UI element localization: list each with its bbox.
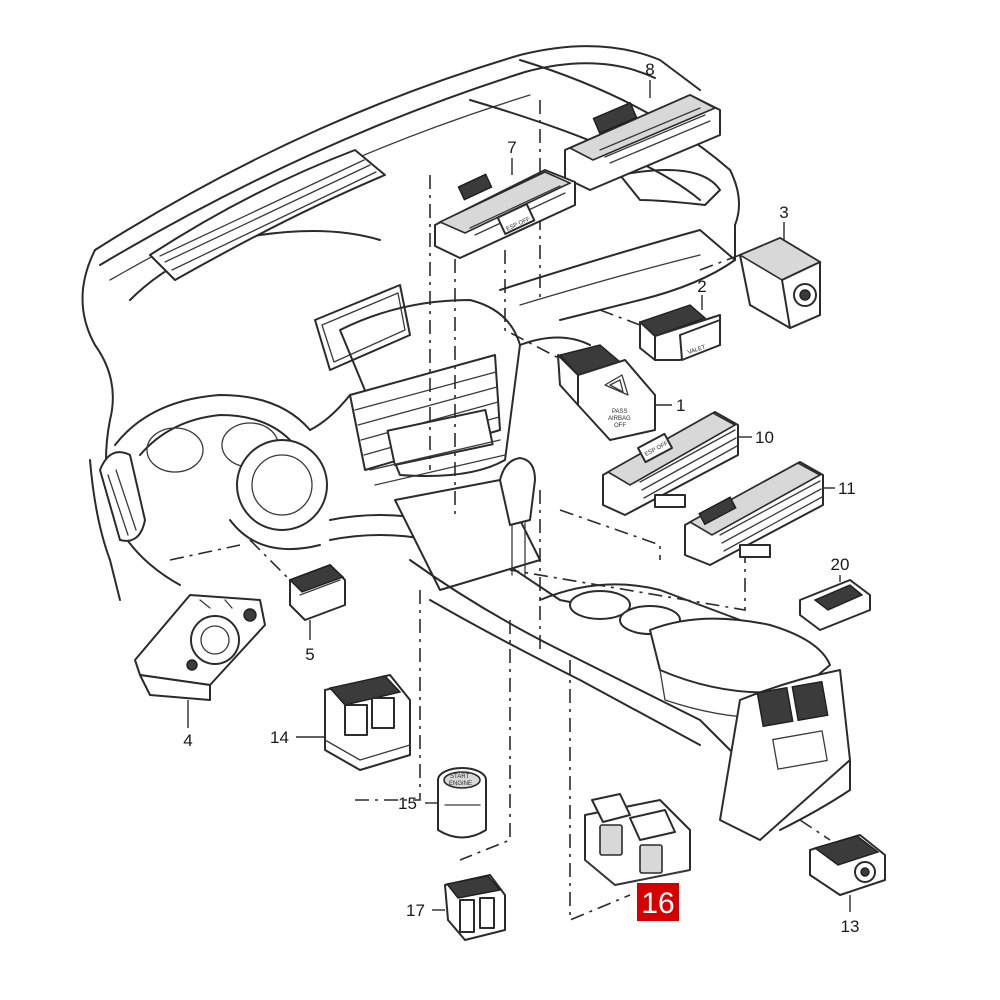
callout-10: 10 bbox=[755, 428, 774, 447]
part-10-switch-panel: ESP OFF bbox=[602, 411, 752, 516]
callout-15: 15 bbox=[398, 794, 417, 813]
callout-2: 2 bbox=[697, 277, 706, 296]
part-20-switch bbox=[799, 575, 871, 631]
part-14-switch-module bbox=[296, 674, 411, 771]
highlighted-callout-16: 16 bbox=[637, 883, 679, 921]
part-3-switch bbox=[738, 222, 822, 329]
part-17-switch bbox=[432, 874, 506, 941]
highlight-number: 16 bbox=[641, 887, 674, 920]
part-15-start-stop-button: START ENGINE bbox=[425, 767, 487, 839]
callout-7: 7 bbox=[507, 138, 516, 157]
part-2-valet-label: VALET bbox=[687, 344, 707, 356]
callout-3: 3 bbox=[779, 203, 788, 222]
callout-14: 14 bbox=[270, 728, 289, 747]
part-1-hazard-switch: PASS AIRBAG OFF bbox=[557, 344, 672, 441]
part-15-label-line1: START bbox=[450, 774, 469, 780]
part-8-ribs bbox=[599, 107, 711, 164]
callout-13: 13 bbox=[841, 917, 860, 936]
part-1-label-line1: PASS bbox=[612, 409, 628, 415]
callout-20: 20 bbox=[831, 555, 850, 574]
callout-11: 11 bbox=[838, 479, 856, 498]
part-7-switch-panel: ESP OFF bbox=[434, 158, 576, 259]
part-16-window-switch bbox=[584, 793, 691, 886]
part-4-light-switch bbox=[134, 594, 266, 728]
callout-17: 17 bbox=[406, 901, 425, 920]
part-13-switch bbox=[809, 834, 886, 912]
callout-5: 5 bbox=[305, 645, 314, 664]
callout-4: 4 bbox=[183, 731, 192, 750]
rear-vent bbox=[756, 680, 829, 770]
part-11-switch-panel bbox=[684, 461, 835, 566]
part-8-climate-control bbox=[564, 80, 721, 191]
center-console bbox=[329, 457, 851, 841]
callout-8: 8 bbox=[645, 60, 654, 79]
callout-numbers: 8 7 3 2 1 10 11 20 5 4 14 15 17 13 bbox=[183, 60, 859, 936]
highlight-box bbox=[637, 883, 679, 921]
dashboard-outline bbox=[81, 45, 740, 601]
callout-1: 1 bbox=[676, 396, 685, 415]
part-2-valet-switch: VALET bbox=[638, 295, 721, 361]
defrost-vent-slats bbox=[159, 159, 377, 271]
part-1-label-line2: AIRBAG bbox=[608, 416, 631, 422]
part-15-label-line2: ENGINE bbox=[449, 781, 472, 787]
part-5-switch bbox=[288, 564, 346, 640]
part-1-label-line3: OFF bbox=[614, 423, 626, 429]
